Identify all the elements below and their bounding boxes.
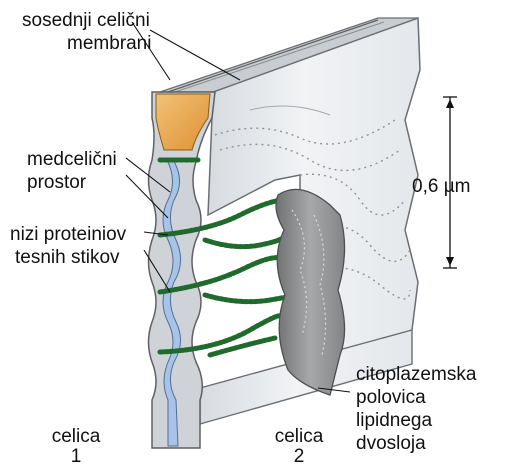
label-cell-1: celica 1 [52, 426, 101, 464]
label-cell-1-number: 1 [71, 446, 82, 464]
label-cytoplasmic-half-line3: lipidnega [356, 410, 432, 431]
label-adjacent-membranes-line1: sosednji celični [22, 10, 150, 31]
lipid-half-sheet [276, 189, 345, 395]
label-cell-2-word: celica [275, 426, 324, 447]
label-scale: 0,6 µm [412, 176, 470, 197]
label-protein-strands-line1: nizi proteiniov [10, 224, 127, 245]
label-adjacent-membranes: sosednji celični membrani [22, 10, 151, 54]
label-protein-strands: nizi proteiniov tesnih stikov [10, 224, 127, 268]
label-cytoplasmic-half-line2: polovica [356, 387, 426, 408]
label-adjacent-membranes-line2: membrani [67, 33, 151, 54]
label-cytoplasmic-half: citoplazemska polovica lipidnega dvosloj… [356, 364, 477, 454]
label-cell-2: celica 2 [275, 426, 324, 464]
label-cytoplasmic-half-line1: citoplazemska [356, 364, 477, 385]
label-protein-strands-line2: tesnih stikov [15, 247, 120, 268]
label-cell-2-number: 2 [294, 446, 305, 464]
label-intercellular-space: medcelični prostor [27, 149, 117, 193]
label-cell-1-word: celica [52, 426, 101, 447]
label-cytoplasmic-half-line4: dvosloja [356, 433, 426, 454]
label-intercellular-space-line2: prostor [27, 172, 87, 193]
label-intercellular-space-line1: medcelični [27, 149, 117, 170]
